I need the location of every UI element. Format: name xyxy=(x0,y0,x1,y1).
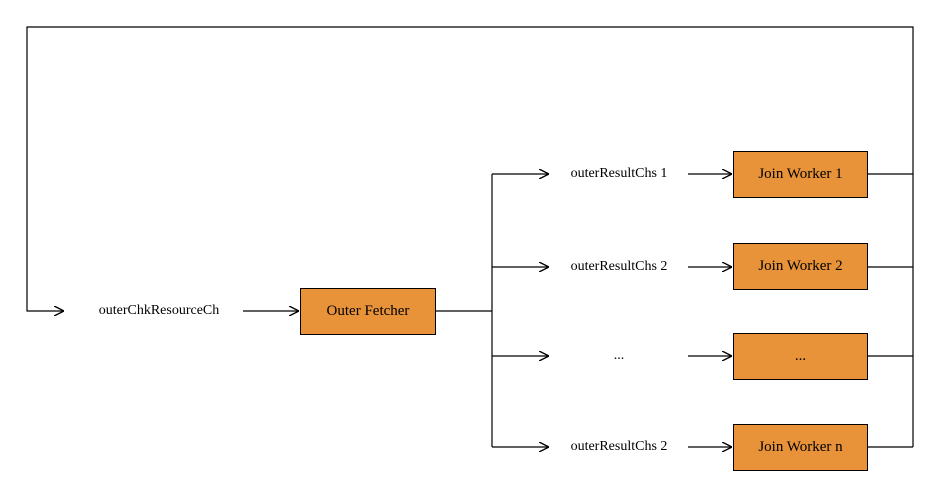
feedback-loop-edge xyxy=(26,26,914,311)
channel-label-1: outerResultChs 1 xyxy=(570,166,668,181)
join-worker-n-node: Join Worker n xyxy=(733,424,868,471)
channel-label-2: outerResultChs 2 xyxy=(570,259,668,274)
join-worker-etc-node: ... xyxy=(733,333,868,380)
join-worker-1-node: Join Worker 1 xyxy=(733,151,868,198)
outer-fetcher-node: Outer Fetcher xyxy=(300,288,436,335)
join-worker-2-node: Join Worker 2 xyxy=(733,243,868,290)
source-channel-label: outerChkResourceCh xyxy=(98,303,220,318)
channel-label-etc: ... xyxy=(613,348,625,363)
channel-label-n: outerResultChs 2 xyxy=(570,439,668,454)
